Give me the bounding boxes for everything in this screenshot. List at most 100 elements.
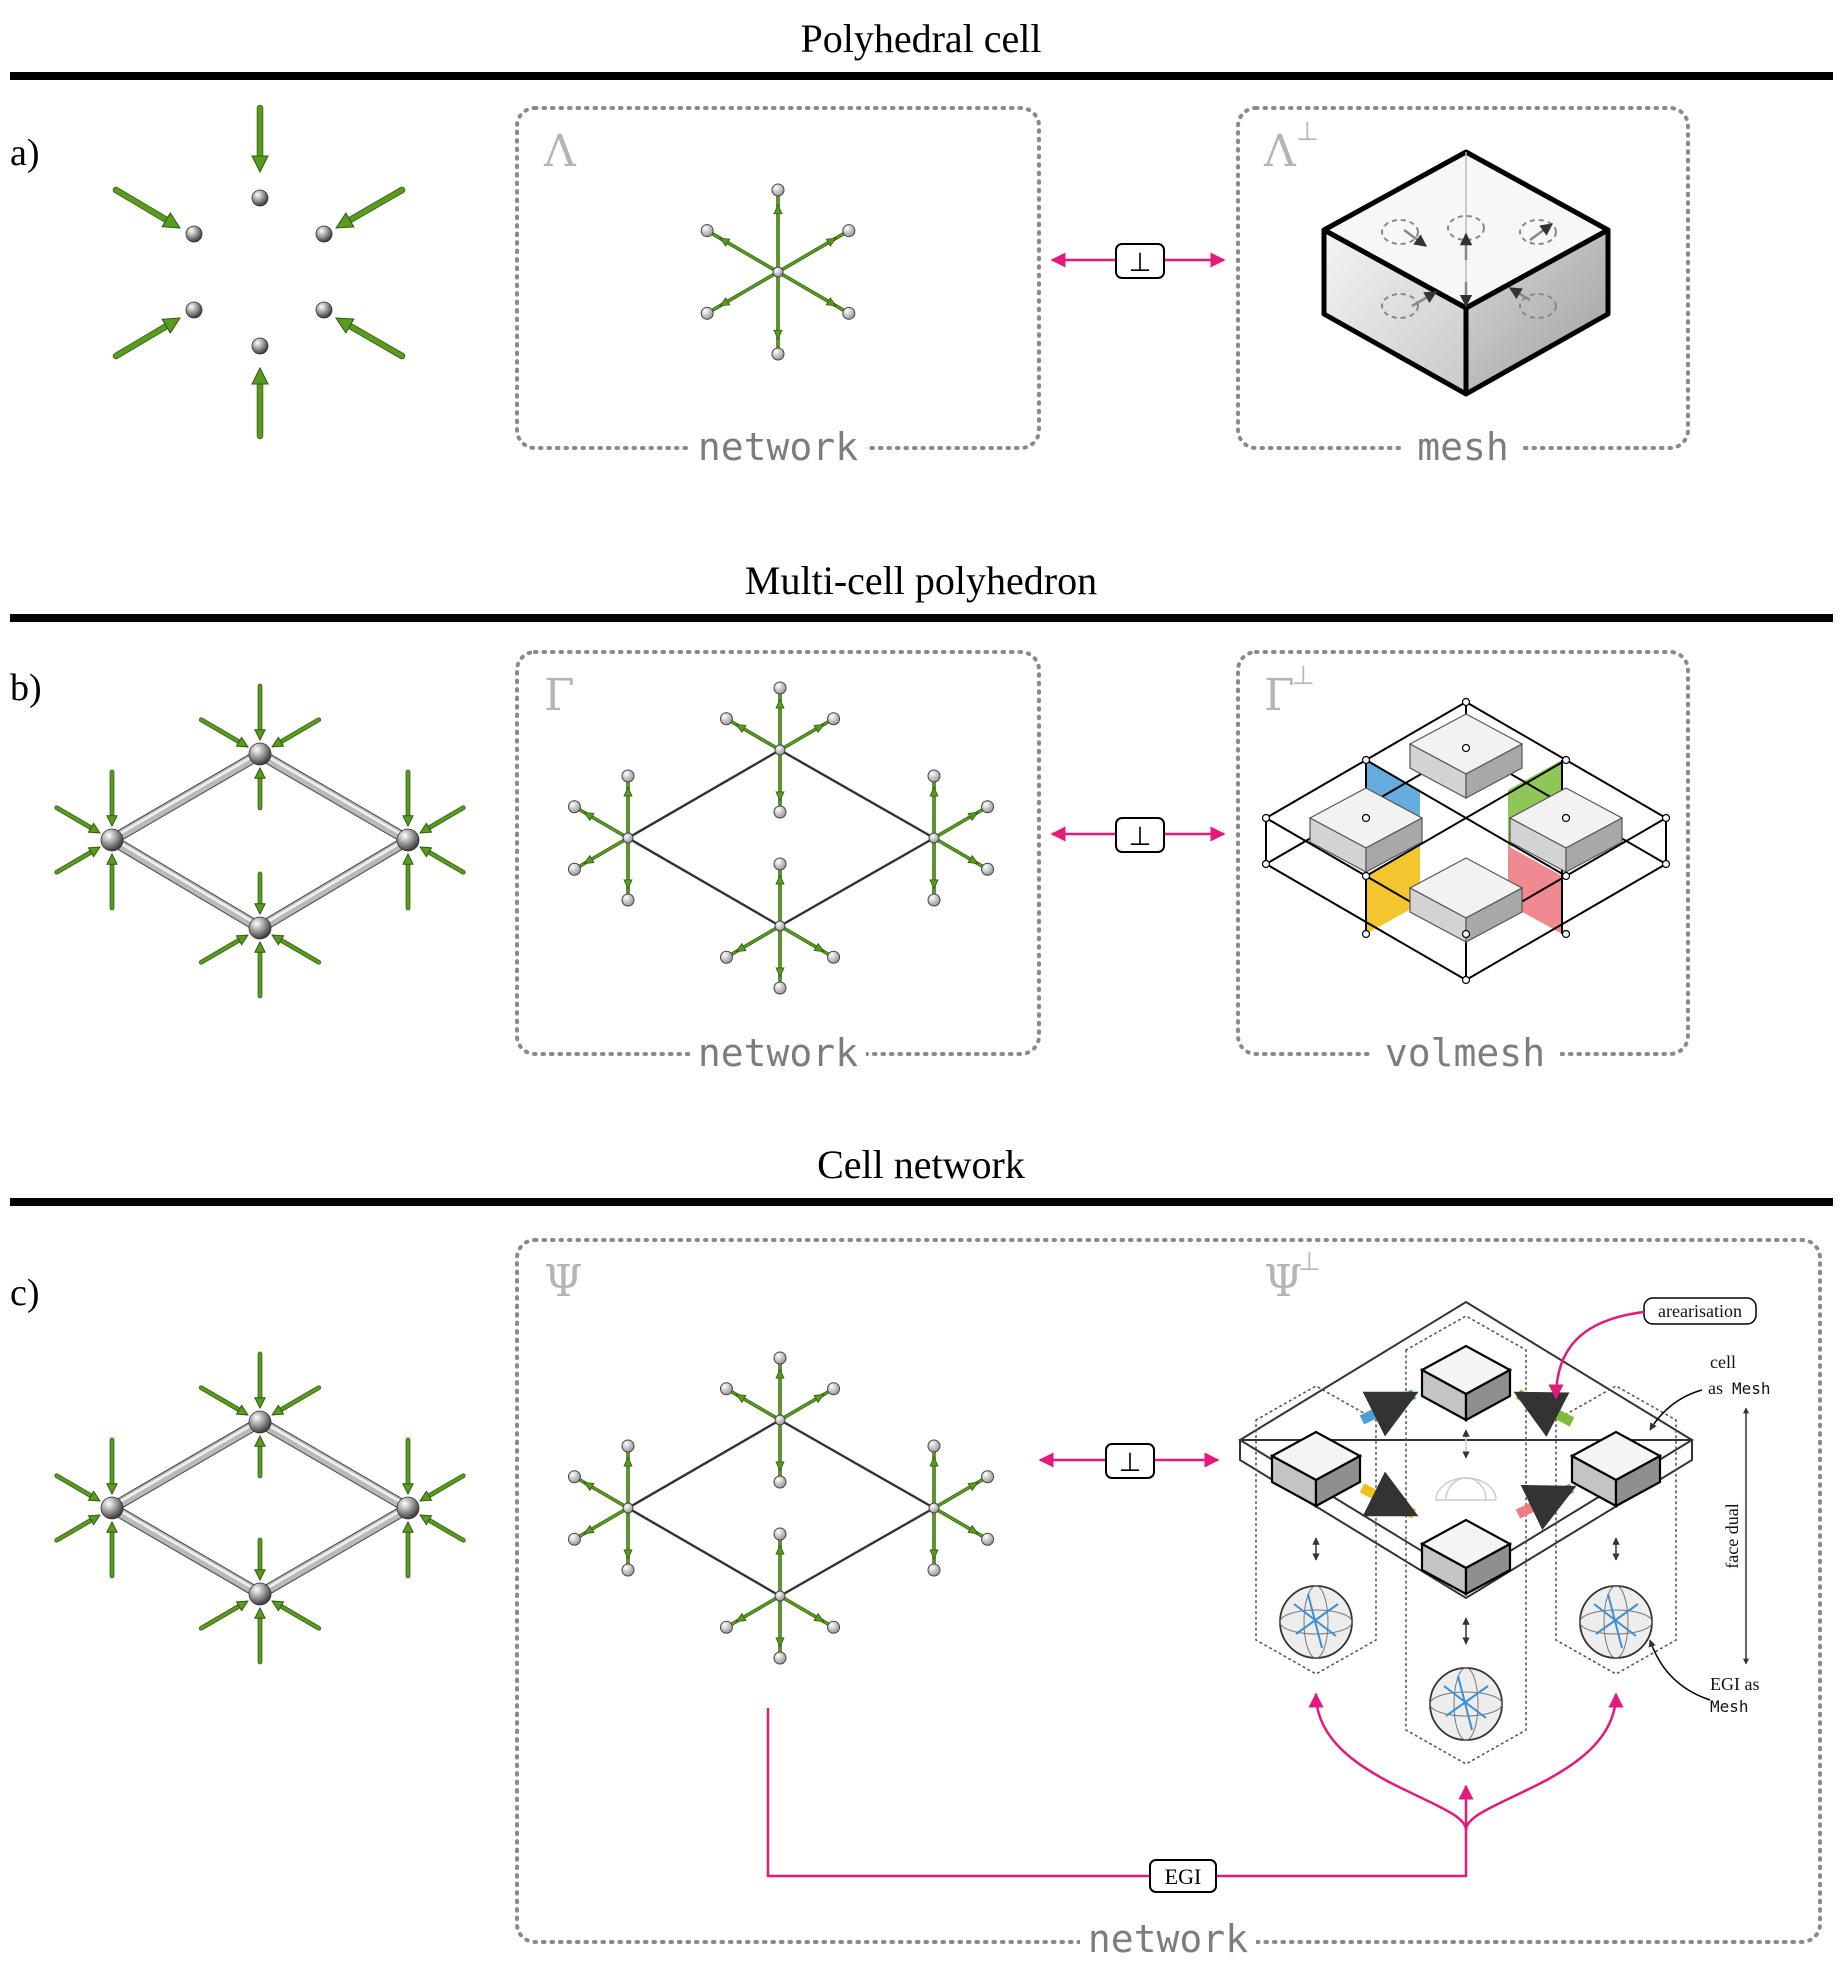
node-sphere-icon [700,224,714,238]
force-arrow-icon [402,1437,414,1496]
egi-as-label: EGI as [1710,1674,1759,1694]
box-label: volmesh [1385,1031,1545,1075]
egi-label: EGI [1165,1864,1202,1889]
network-edge [627,748,781,840]
force-arrow-icon [198,1600,249,1631]
node-sphere-icon [248,1410,272,1434]
node-sphere-icon [185,301,203,319]
node-sphere-icon [773,805,787,819]
strut-bar [106,748,266,846]
network-edge [725,1387,781,1422]
node-sphere-icon [827,1382,841,1396]
force-arrow-icon [54,1473,101,1502]
network-edge [623,838,633,900]
box-cell-icon [1419,1518,1513,1596]
node-sphere-icon [315,301,333,319]
node-sphere-icon [927,769,941,783]
node-sphere-icon [842,306,856,320]
structure-diagram-b [54,683,466,999]
perp-link-a: ⊥ [1050,243,1226,279]
gamma-dual-symbol: Γ [1264,670,1295,721]
node-sphere-icon [719,950,733,964]
structure-diagram-c [54,1351,466,1665]
strut-bar [254,834,414,934]
vertex-node [1461,697,1471,707]
force-arrow-icon [402,1520,414,1579]
node-sphere-icon [771,347,785,361]
network-edge [573,836,629,871]
force-arrow-icon [112,186,181,229]
box-cell-icon [1408,713,1524,800]
vertex-node [1561,813,1571,823]
node-sphere-icon [719,1620,733,1634]
network-edge [573,1506,629,1541]
node-sphere-icon [315,225,333,243]
vertex-node [1561,755,1571,765]
force-arrow-icon [251,366,269,440]
network-edge [573,1475,629,1510]
network-edge [929,838,939,900]
node-sphere-icon [567,800,581,814]
box-cell-icon [1408,857,1524,944]
node-sphere-icon [100,1496,124,1520]
lambda-symbol: Λ [543,126,577,177]
section-title: Cell network [817,1142,1025,1187]
dual-superscript: ⊥ [1292,661,1315,691]
vertex-node [1661,859,1671,869]
box-cell-icon [1269,1430,1363,1508]
network-edge [623,776,633,838]
section-rule [10,1198,1833,1206]
row-label: a) [10,132,40,174]
force-arrow-icon [106,769,118,828]
force-arrow-icon [402,852,414,911]
arrow-red [1515,1483,1577,1531]
vertex-node [1661,813,1671,823]
perp-label: ⊥ [1129,248,1152,278]
force-arrow-icon [271,934,322,965]
arearisation-label: arearisation [1658,1301,1742,1321]
strut-bar [254,748,414,846]
network-edge [706,270,779,315]
node-sphere-icon [567,1470,581,1484]
node-sphere-icon [774,744,786,756]
network-edge [627,836,781,928]
node-sphere-icon [773,857,787,871]
force-arrow-icon [106,1520,118,1579]
network-edge [777,229,850,274]
sphere-egi-icon [1429,1667,1503,1741]
gamma-symbol: Γ [544,670,575,721]
force-arrow-icon [54,1514,101,1543]
force-arrow-icon [254,1537,266,1582]
network-edge [933,805,989,840]
node-sphere-icon [772,266,784,278]
network-edge [933,836,989,871]
force-arrow-icon [402,769,414,828]
force-arrow-icon [271,1385,322,1416]
node-sphere-icon [981,800,995,814]
node-sphere-icon [621,1563,635,1577]
force-arrow-icon [254,1351,266,1410]
network-edge [929,1508,939,1570]
vertex-node [1461,929,1471,939]
lambda-dual-symbol: Λ [1263,126,1297,177]
force-arrow-icon [254,940,266,999]
network-edge [775,1534,785,1596]
egi-mesh-label: Mesh [1710,1697,1749,1716]
node-sphere-icon [251,337,269,355]
force-arrow-icon [106,852,118,911]
force-arrow-icon [198,1385,249,1416]
network-edge [775,750,785,812]
node-sphere-icon [771,183,785,197]
section-rule [10,72,1833,80]
node-sphere-icon [251,189,269,207]
perp-label: ⊥ [1129,822,1152,852]
section-a-header: Polyhedral cell a) [10,16,1833,174]
cell-mesh-label: Mesh [1732,1379,1771,1398]
network-edge [725,717,781,752]
force-arrow-icon [271,1600,322,1631]
network-edge [775,1420,785,1482]
network-edge [929,776,939,838]
network-edge [773,272,783,354]
node-sphere-icon [773,1351,787,1365]
section-rule [10,614,1833,622]
